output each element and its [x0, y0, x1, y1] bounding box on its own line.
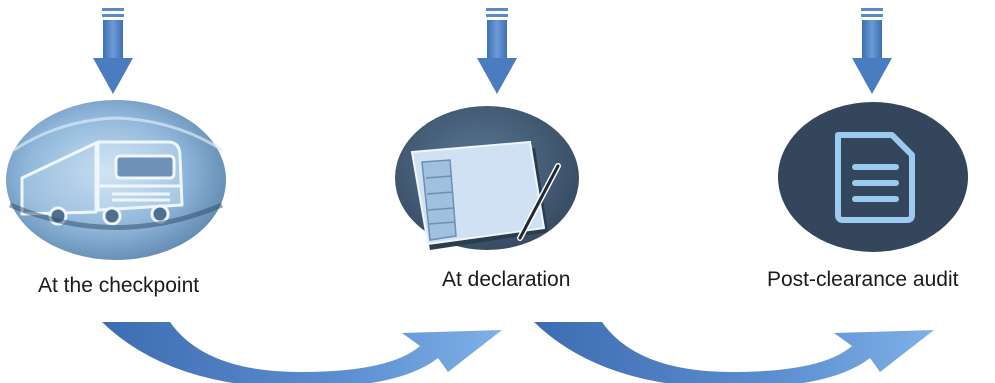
audit-circle — [778, 102, 968, 252]
down-arrow-3 — [852, 8, 892, 94]
stage-label-declaration: At declaration — [442, 268, 570, 292]
notepad-pen-icon — [412, 142, 558, 250]
curved-arrow-1 — [102, 322, 502, 383]
stage-label-checkpoint: At the checkpoint — [38, 274, 199, 298]
curved-arrow-2 — [534, 322, 934, 383]
checkpoint-circle — [6, 100, 226, 260]
down-arrow-2 — [477, 8, 517, 94]
stage-label-audit: Post-clearance audit — [767, 268, 958, 292]
declaration-circle — [395, 106, 579, 250]
down-arrow-1 — [93, 8, 133, 94]
